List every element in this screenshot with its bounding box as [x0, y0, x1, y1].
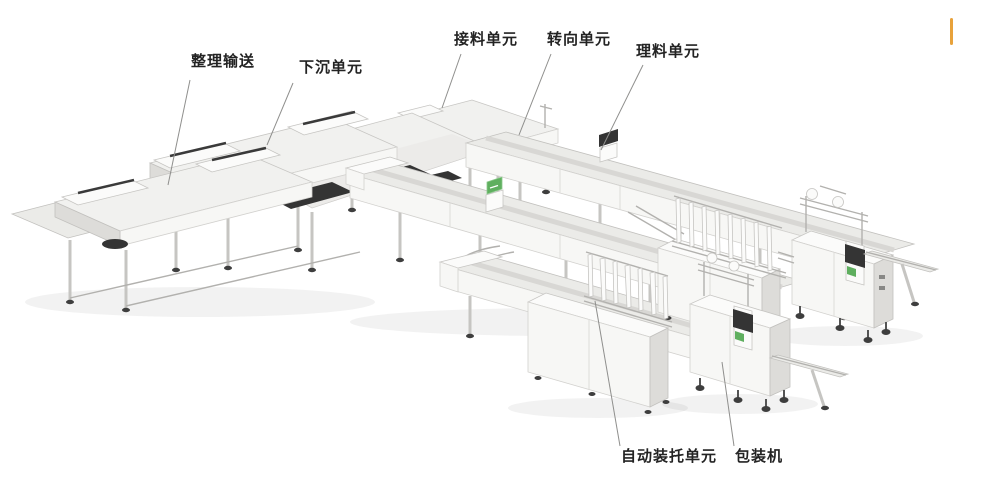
hmi-keypad: [847, 266, 856, 277]
accent-tick: [950, 18, 953, 45]
label-receiving-unit: 接料单元: [454, 30, 519, 48]
leader-sinking-unit: [266, 82, 294, 146]
leader-receiving-unit: [441, 53, 462, 109]
label-sinking-unit: 下沉单元: [299, 58, 364, 76]
arranging-conveyor-front-graphic: [10, 146, 361, 313]
hmi-console: [599, 129, 618, 163]
label-turning-unit: 转向单元: [547, 30, 612, 48]
divider-comb: [675, 197, 773, 272]
label-tray-loading-unit: 自动装托单元: [621, 447, 718, 465]
hmi-console-green: [485, 176, 504, 213]
label-aligning-unit: 理料单元: [636, 42, 701, 60]
upper-transfer-conveyor-graphic: [464, 129, 916, 321]
leader-lines: [167, 53, 735, 447]
leader-packaging-machine: [721, 361, 735, 447]
packaging-machine-right-graphic: [777, 185, 940, 343]
leader-tray-loading-unit: [594, 300, 621, 447]
tray-loader-lower-graphic: [526, 251, 673, 414]
hmi-screen: [486, 176, 503, 195]
packaging-machine-front-graphic: [688, 252, 850, 412]
label-packaging-machine: 包装机: [735, 447, 784, 465]
leader-turning-unit: [518, 53, 552, 136]
hmi-keypad: [735, 331, 744, 342]
hmi-console-green: [845, 240, 865, 286]
label-arranging-conveyor: 整理输送: [191, 52, 256, 70]
divider-comb: [587, 253, 669, 320]
leader-arranging-conveyor: [167, 79, 191, 186]
leader-aligning-unit: [600, 64, 644, 151]
hmi-console-green: [733, 305, 753, 351]
